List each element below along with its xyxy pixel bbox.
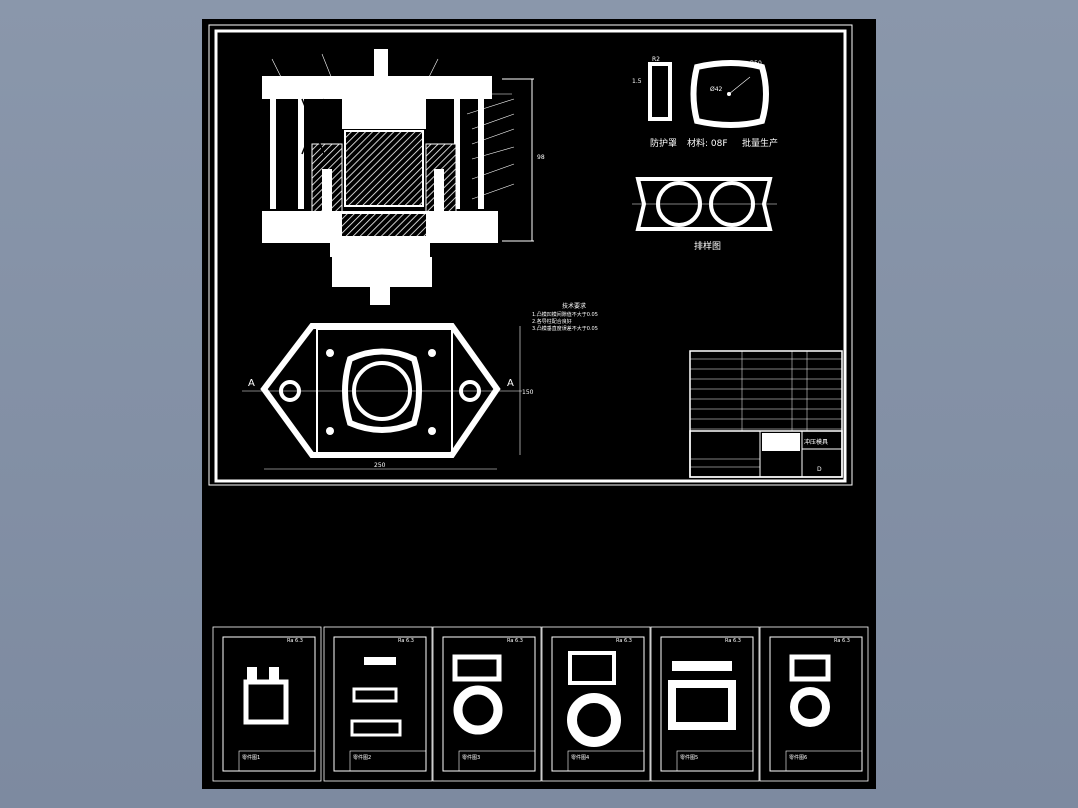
thumbnail-1[interactable]: 零件图1 Ra 6.3 <box>212 626 322 782</box>
dim-side: 98 <box>537 154 545 161</box>
thumbnail-4[interactable]: 零件图4 Ra 6.3 <box>541 626 651 782</box>
main-drawing-sheet[interactable]: 1.5 R2 Ø42 R50 防护罩 材料: 08F 批量生产 排样图 技术要求… <box>208 24 853 486</box>
plan-view: A A 250 150 98 <box>242 154 545 470</box>
dim-thickness: 1.5 <box>632 78 642 85</box>
thumbnail-3[interactable]: 零件图3 Ra 6.3 <box>432 626 542 782</box>
assembly-section-view <box>262 49 534 305</box>
thumbnail-2[interactable]: 零件图2 Ra 6.3 <box>323 626 433 782</box>
tech-req-2: 2.各导柱配合良好 <box>532 318 572 325</box>
thumb-3-note: Ra 6.3 <box>507 638 523 644</box>
drawing-sheets: 1.5 R2 Ø42 R50 防护罩 材料: 08F 批量生产 排样图 技术要求… <box>208 24 869 782</box>
thumb-6-label: 零件图6 <box>789 754 807 761</box>
thumb-2-label: 零件图2 <box>353 754 371 761</box>
cad-canvas: 1.5 R2 Ø42 R50 防护罩 材料: 08F 批量生产 排样图 技术要求… <box>202 19 876 789</box>
strip-layout-caption: 排样图 <box>694 240 721 252</box>
thumb-5-label: 零件图5 <box>680 754 698 761</box>
dim-width: 250 <box>374 462 386 469</box>
tech-req-title: 技术要求 <box>562 302 586 310</box>
thumb-4-note: Ra 6.3 <box>616 638 632 644</box>
dim-radius-large: R50 <box>750 60 762 67</box>
dim-diameter: Ø42 <box>710 86 723 93</box>
thumb-4-label: 零件图4 <box>571 754 589 761</box>
thumb-6-note: Ra 6.3 <box>834 638 850 644</box>
material-label: 材料: 08F <box>687 137 728 149</box>
part-drawing-protective-cover: 1.5 R2 Ø42 R50 防护罩 材料: 08F 批量生产 <box>632 56 778 149</box>
title-block: 冲压模具 D <box>689 350 843 478</box>
thumb-3-label: 零件图3 <box>462 754 480 761</box>
sheet-code: D <box>817 466 822 473</box>
section-mark-right: A <box>507 378 514 389</box>
thumbnail-5[interactable]: 零件图5 Ra 6.3 <box>650 626 760 782</box>
part-name-label: 防护罩 <box>650 137 677 149</box>
section-mark-left: A <box>248 378 255 389</box>
strip-layout-drawing: 排样图 <box>632 177 777 252</box>
dim-height: 150 <box>522 389 534 396</box>
tech-req-3: 3.凸模垂直度误差不大于0.05 <box>532 325 598 332</box>
thumb-1-note: Ra 6.3 <box>287 638 303 644</box>
production-label: 批量生产 <box>742 137 778 149</box>
thumb-5-note: Ra 6.3 <box>725 638 741 644</box>
thumbnail-6[interactable]: 零件图6 Ra 6.3 <box>759 626 869 782</box>
dim-radius-small: R2 <box>652 56 660 63</box>
thumb-1-label: 零件图1 <box>242 754 260 761</box>
thumb-2-note: Ra 6.3 <box>398 638 414 644</box>
title-block-name: 冲压模具 <box>804 438 828 446</box>
tech-req-1: 1.凸模凹模间隙值不大于0.05 <box>532 311 598 318</box>
technical-requirements: 技术要求 1.凸模凹模间隙值不大于0.05 2.各导柱配合良好 3.凸模垂直度误… <box>532 302 598 332</box>
